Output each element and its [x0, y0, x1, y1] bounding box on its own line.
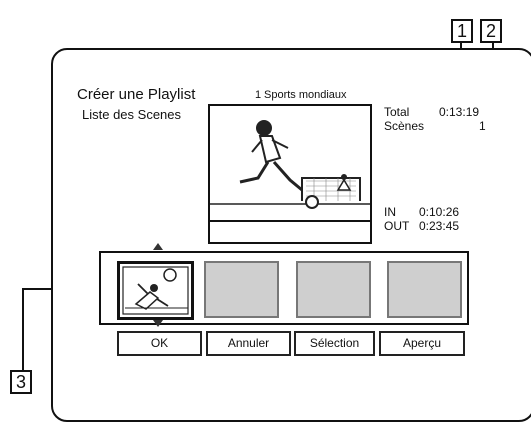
scene-list-label: Liste des Scenes	[82, 107, 182, 122]
title-name: Sports mondiaux	[264, 89, 347, 101]
preview-button[interactable]: Aperçu	[379, 331, 465, 356]
page-title: Créer une Playlist	[77, 86, 196, 103]
callout-2: 2	[480, 19, 502, 43]
out-value: 0:23:45	[419, 219, 460, 233]
scene-preview	[208, 104, 372, 244]
out-label: OUT	[384, 219, 410, 233]
total-value: 0:13:19	[439, 105, 480, 119]
soccer-player-illustration	[210, 120, 370, 209]
preview-caption-bar	[210, 220, 370, 222]
in-value: 0:10:26	[419, 205, 460, 219]
callout-3: 3	[10, 370, 32, 394]
scene-thumbnail-strip	[99, 243, 469, 327]
ok-button[interactable]: OK	[117, 331, 202, 356]
goalkeeper-thumbnail-illustration	[122, 266, 189, 315]
scroll-up-icon[interactable]	[153, 243, 163, 250]
scene-thumbnail-selected[interactable]	[117, 261, 194, 320]
title-number: 1	[255, 89, 262, 101]
scene-thumbnail-empty[interactable]	[387, 261, 462, 318]
callout-3-leader-v	[22, 288, 24, 370]
scroll-down-icon[interactable]	[153, 320, 163, 327]
selection-button[interactable]: Sélection	[294, 331, 375, 356]
scenes-value: 1	[479, 119, 486, 133]
callout-1: 1	[451, 19, 473, 43]
in-label: IN	[384, 205, 396, 219]
cancel-button[interactable]: Annuler	[206, 331, 291, 356]
total-label: Total	[384, 105, 410, 119]
scenes-label: Scènes	[384, 119, 425, 133]
scene-thumbnail-empty[interactable]	[296, 261, 371, 318]
scene-thumbnail-empty[interactable]	[204, 261, 279, 318]
